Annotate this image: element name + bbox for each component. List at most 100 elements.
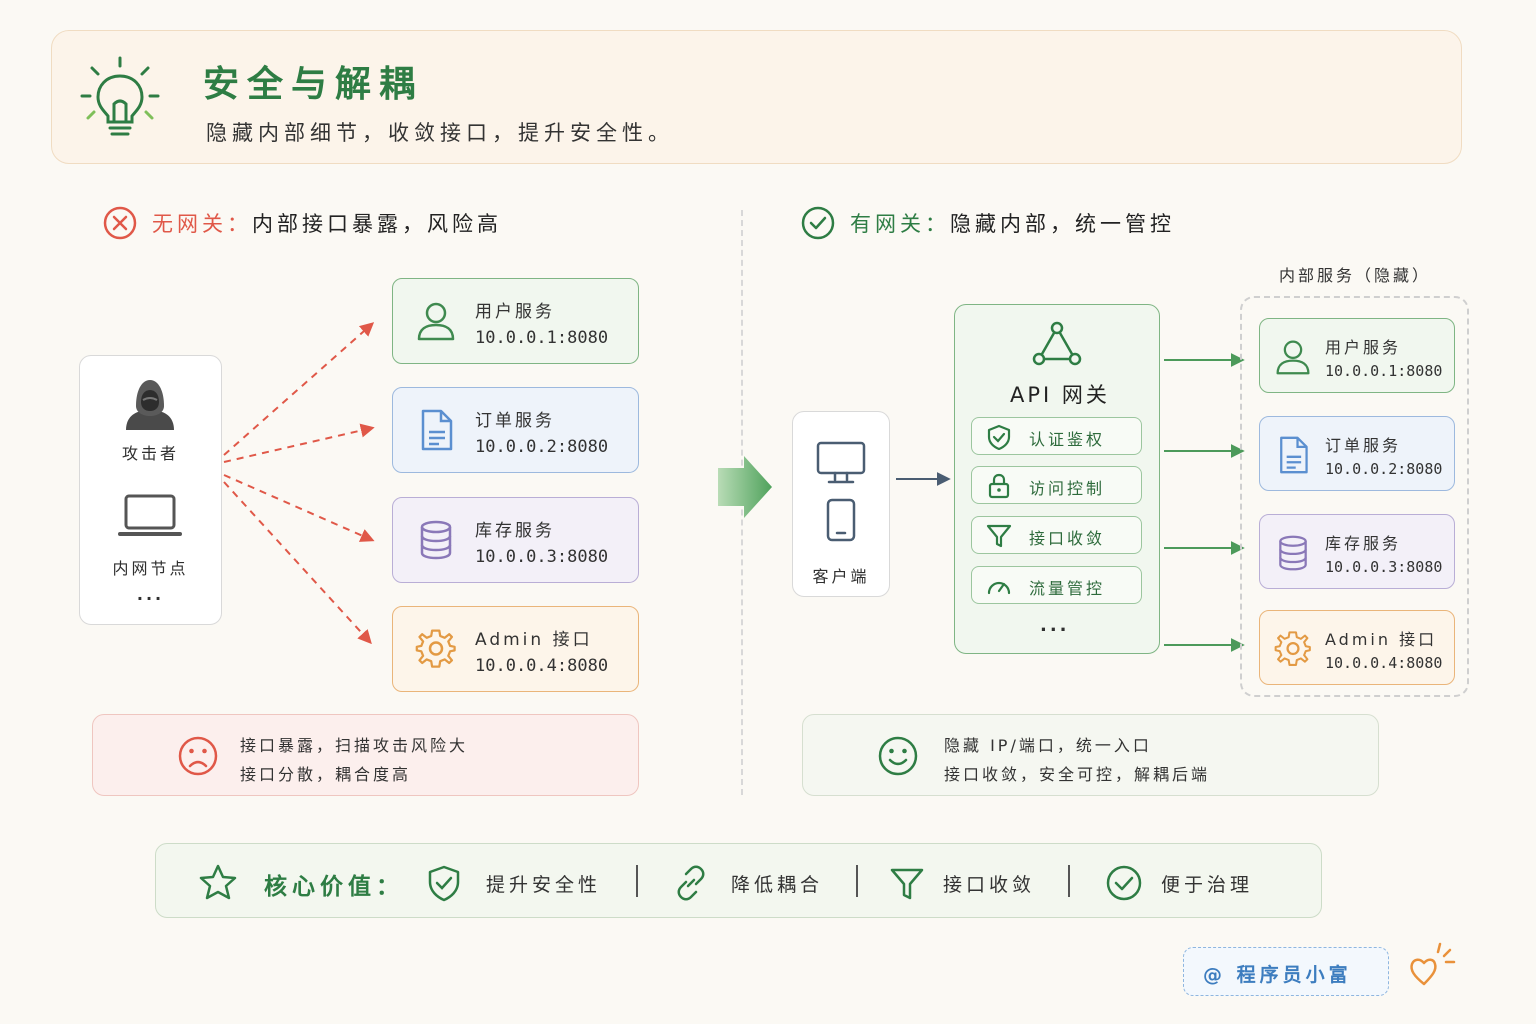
benefit-note-line-2: 接口收敛，安全可控，解耦后端 (944, 765, 1211, 784)
right-order-service-card: 订单服务 10.0.0.2:8080 (1259, 416, 1455, 491)
check-circle-icon (801, 206, 835, 240)
intranet-node-label: 内网节点 (112, 559, 189, 578)
heart-icon (1410, 942, 1456, 986)
attacker-label: 攻击者 (121, 444, 179, 463)
service-name: 库存服务 (475, 521, 555, 541)
database-icon (1279, 535, 1307, 571)
phone-icon (826, 498, 856, 542)
user-icon (417, 302, 455, 341)
value-decoupling: 降低耦合 (731, 874, 824, 896)
core-values-bar (155, 843, 1322, 918)
right-inventory-service-card: 库存服务 10.0.0.3:8080 (1259, 514, 1455, 589)
left-user-service-card: 用户服务 10.0.0.1:8080 (392, 278, 639, 364)
database-icon (420, 520, 452, 560)
feature-interface-convergence: 接口收敛 (971, 516, 1142, 554)
service-address: 10.0.0.1:8080 (1325, 362, 1443, 380)
arrow-to-inventory-service (223, 474, 375, 542)
hacker-icon (126, 380, 174, 430)
value-convergence: 接口收敛 (943, 874, 1036, 896)
service-name: 用户服务 (475, 302, 555, 322)
left-inventory-service-card: 库存服务 10.0.0.3:8080 (392, 497, 639, 583)
client-label: 客户端 (812, 567, 870, 586)
value-separator (1068, 865, 1070, 897)
core-values-label: 核心价值： (264, 874, 404, 900)
laptop-icon (118, 494, 182, 536)
feature-label: 认证鉴权 (1029, 430, 1106, 449)
error-icon (103, 206, 137, 240)
no-gateway-prefix: 无网关： (152, 212, 252, 236)
transition-arrow (718, 456, 772, 518)
no-gateway-text: 内部接口暴露，风险高 (252, 212, 502, 236)
document-icon (1280, 436, 1308, 474)
gauge-icon (987, 581, 1011, 595)
risk-note-line-2: 接口分散，耦合度高 (240, 765, 412, 784)
with-gateway-heading: 有网关： 隐藏内部，统一管控 (800, 205, 1175, 241)
service-address: 10.0.0.3:8080 (1325, 558, 1443, 576)
feature-label: 接口收敛 (1029, 529, 1106, 548)
service-address: 10.0.0.4:8080 (1325, 654, 1443, 672)
gear-icon (415, 629, 456, 668)
with-gateway-text: 隐藏内部，统一管控 (950, 212, 1175, 236)
more-sources-label: ... (136, 585, 165, 604)
left-order-service-card: 订单服务 10.0.0.2:8080 (392, 387, 639, 473)
risk-note: 接口暴露，扫描攻击风险大 接口分散，耦合度高 (92, 714, 639, 796)
filter-icon (986, 524, 1012, 548)
benefit-note: 隐藏 IP/端口，统一入口 接口收敛，安全可控，解耦后端 (802, 714, 1379, 796)
page-subtitle: 隐藏内部细节，收敛接口，提升安全性。 (206, 121, 674, 145)
arrow-to-user-service (223, 322, 375, 456)
service-name: 库存服务 (1325, 534, 1402, 553)
arrow-to-order-service (223, 423, 375, 463)
service-name: 用户服务 (1325, 338, 1402, 357)
value-separator (636, 865, 638, 897)
service-name: Admin 接口 (1325, 630, 1438, 649)
lock-icon (988, 473, 1010, 499)
header-panel (51, 30, 1462, 164)
sad-face-icon (178, 736, 218, 776)
feature-traffic-control: 流量管控 (971, 566, 1142, 604)
gateway-title: API 网关 (1010, 383, 1110, 407)
service-address: 10.0.0.3:8080 (475, 547, 609, 567)
user-icon (1276, 340, 1310, 375)
feature-authentication: 认证鉴权 (971, 417, 1142, 455)
hidden-services-box (1240, 296, 1469, 697)
value-separator (856, 865, 858, 897)
value-governance: 便于治理 (1161, 874, 1254, 896)
benefit-note-line-1: 隐藏 IP/端口，统一入口 (944, 736, 1152, 755)
feature-access-control: 访问控制 (971, 466, 1142, 504)
document-icon (421, 409, 453, 451)
lightbulb-icon (80, 56, 160, 136)
filter-icon (890, 868, 924, 900)
left-admin-service-card: Admin 接口 10.0.0.4:8080 (392, 606, 639, 692)
right-user-service-card: 用户服务 10.0.0.1:8080 (1259, 318, 1455, 393)
service-name: 订单服务 (475, 411, 555, 431)
network-icon (1032, 321, 1082, 366)
service-address: 10.0.0.2:8080 (1325, 460, 1443, 478)
feature-label: 访问控制 (1029, 479, 1106, 498)
author-label: @ 程序员小富 (1203, 964, 1352, 986)
with-gateway-prefix: 有网关： (850, 212, 950, 236)
shield-icon (987, 424, 1011, 450)
right-admin-service-card: Admin 接口 10.0.0.4:8080 (1259, 610, 1455, 685)
link-icon (677, 865, 705, 901)
service-address: 10.0.0.2:8080 (475, 437, 609, 457)
feature-label: 流量管控 (1029, 579, 1106, 598)
value-security: 提升安全性 (486, 874, 602, 896)
shield-icon (428, 865, 460, 902)
no-gateway-heading: 无网关： 内部接口暴露，风险高 (102, 205, 502, 241)
service-name: Admin 接口 (475, 630, 593, 650)
service-address: 10.0.0.1:8080 (475, 328, 609, 348)
check-circle-icon (1106, 865, 1142, 901)
gear-icon (1274, 631, 1311, 666)
risk-note-line-1: 接口暴露，扫描攻击风险大 (240, 736, 469, 755)
monitor-icon (816, 441, 866, 484)
more-features: ... (1040, 615, 1070, 636)
star-icon (199, 864, 237, 900)
service-name: 订单服务 (1325, 436, 1402, 455)
author-badge (1183, 947, 1389, 996)
page-title: 安全与解耦 (203, 64, 424, 105)
arrow-to-admin-service (223, 481, 372, 645)
smile-face-icon (878, 736, 918, 776)
hidden-services-label: 内部服务（隐藏） (1279, 266, 1432, 285)
service-address: 10.0.0.4:8080 (475, 656, 609, 676)
